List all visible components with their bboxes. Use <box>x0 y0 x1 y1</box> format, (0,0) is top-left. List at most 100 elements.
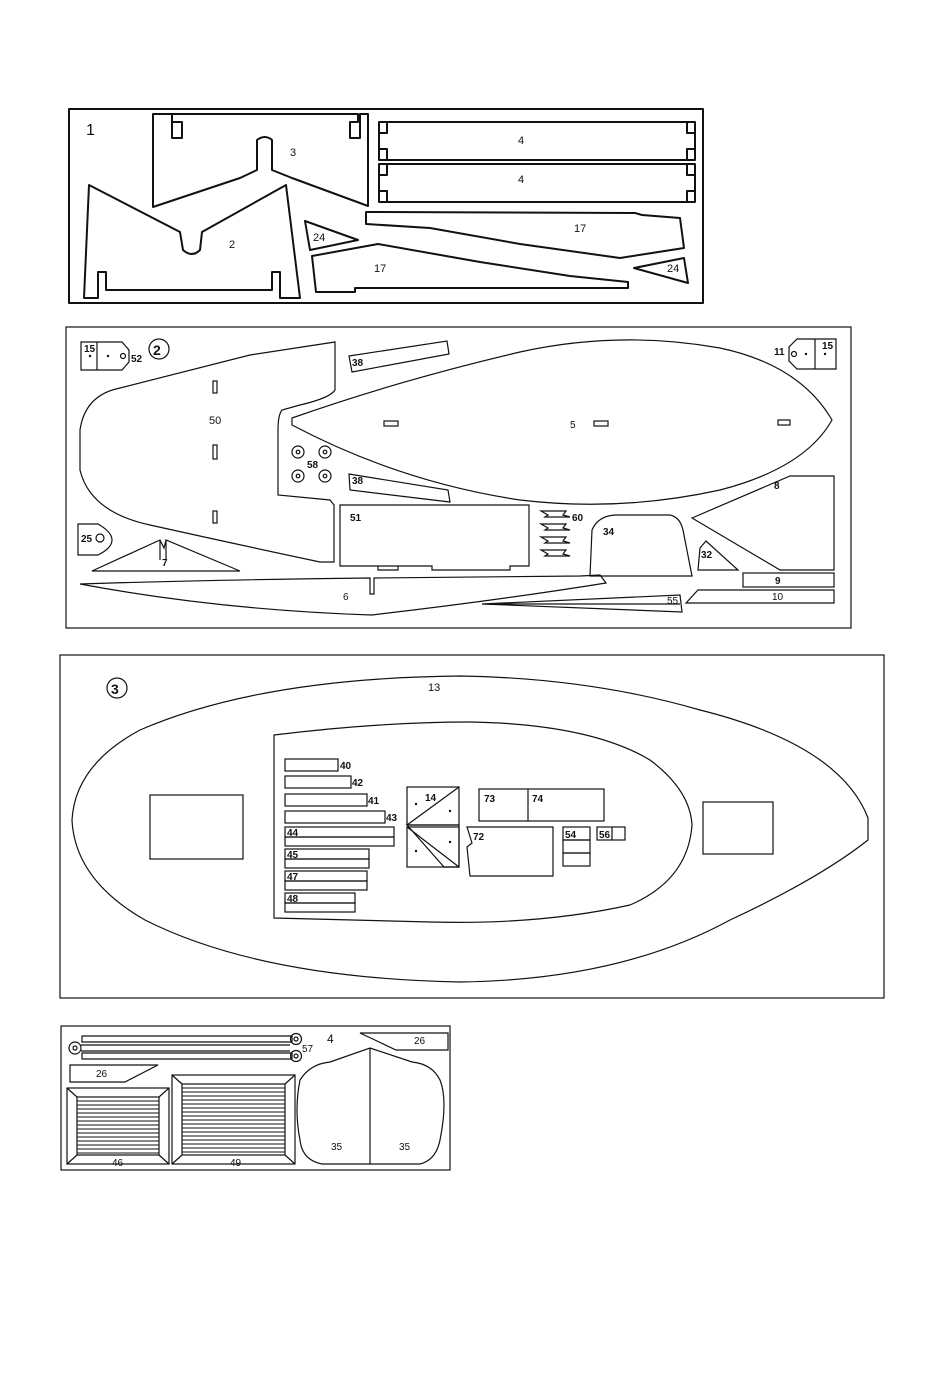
part-57-rods <box>69 1034 302 1062</box>
part-26-lower-outline <box>70 1065 158 1082</box>
part-32-label: 32 <box>701 550 713 561</box>
part-11-hole <box>792 352 797 357</box>
part-8-outline <box>692 476 834 570</box>
part-34-label: 34 <box>603 527 615 538</box>
part-11-dot <box>805 353 807 355</box>
part-45-label: 45 <box>287 850 299 861</box>
part-24-right-label: 24 <box>667 263 679 275</box>
part-43-outline <box>285 811 385 823</box>
part-26-upper-outline <box>360 1033 448 1050</box>
part-38-upper-outline <box>349 341 449 372</box>
part-13-label: 13 <box>428 682 440 694</box>
part-9-outline <box>743 573 834 587</box>
part-40-outline <box>285 759 338 771</box>
part-54-outline-b <box>563 840 590 853</box>
part-54-outline-c <box>563 853 590 866</box>
part-51-outline <box>340 505 529 570</box>
part-56-label: 56 <box>599 830 611 841</box>
part-49-grating <box>172 1075 295 1164</box>
part-5-label: 5 <box>570 420 576 431</box>
part-44-outline-b <box>285 837 394 846</box>
part-17-lower-outline <box>312 244 628 292</box>
part-15-right-dot <box>824 353 826 355</box>
part-4-lower-outline <box>379 164 695 202</box>
part-5-slot-2 <box>594 421 608 426</box>
cutout-right <box>703 802 773 854</box>
sheet-2-number: 2 <box>153 342 161 358</box>
part-5-outline <box>292 340 832 504</box>
part-5-slot-1 <box>384 421 398 426</box>
part-35-right-label: 35 <box>399 1142 411 1153</box>
part-54-label: 54 <box>565 830 577 841</box>
part-51-label: 51 <box>350 513 362 524</box>
part-50-slot-3 <box>213 511 217 523</box>
part-48-label: 48 <box>287 894 299 905</box>
part-3-label: 3 <box>290 147 296 159</box>
part-15-left-dot <box>89 355 91 357</box>
part-38-lower-label: 38 <box>352 476 364 487</box>
part-17-lower-label: 17 <box>374 263 386 275</box>
part-6-label: 6 <box>343 592 349 603</box>
part-42-label: 42 <box>352 778 364 789</box>
part-35-outline <box>297 1048 444 1164</box>
part-4-lower-label: 4 <box>518 174 524 186</box>
part-49-label: 49 <box>230 1158 242 1169</box>
part-17-upper-label: 17 <box>574 223 586 235</box>
part-43-label: 43 <box>386 813 398 824</box>
part-2-outline <box>84 185 300 298</box>
part-14-label: 14 <box>425 793 437 804</box>
sheet-4-number: 4 <box>327 1032 334 1046</box>
part-46-label: 46 <box>112 1158 124 1169</box>
part-40-label: 40 <box>340 761 352 772</box>
part-4-upper-outline <box>379 122 695 160</box>
part-60-label: 60 <box>572 513 584 524</box>
sheet-2: 2 15 52 50 38 38 5 11 15 <box>66 327 851 628</box>
part-58-label: 58 <box>307 460 319 471</box>
part-35-left-label: 35 <box>331 1142 343 1153</box>
part-38-upper-label: 38 <box>352 358 364 369</box>
part-50-slot-2 <box>213 445 217 459</box>
part-26-lower-label: 26 <box>96 1069 108 1080</box>
part-2-label: 2 <box>229 239 235 251</box>
part-74-label: 74 <box>532 794 544 805</box>
part-52-dot <box>107 355 109 357</box>
part-5-slot-3 <box>778 420 790 425</box>
part-4-upper-label: 4 <box>518 135 524 147</box>
part-72-label: 72 <box>473 832 485 843</box>
part-34-outline <box>590 515 692 576</box>
part-50-label: 50 <box>209 415 221 427</box>
sheet-3: 3 13 40 42 41 43 44 45 47 48 <box>60 655 884 998</box>
part-55-label: 55 <box>667 596 679 607</box>
part-46-grating <box>67 1088 169 1164</box>
part-24-left-label: 24 <box>313 232 325 244</box>
part-10-outline <box>686 590 834 603</box>
part-15-right-label: 15 <box>822 341 834 352</box>
part-57-label: 57 <box>302 1044 314 1055</box>
sheet-3-number: 3 <box>111 681 119 697</box>
part-24-right-outline <box>634 258 688 283</box>
part-7-label: 7 <box>162 558 168 569</box>
part-41-label: 41 <box>368 796 380 807</box>
part-8-label: 8 <box>774 481 780 492</box>
part-44-outline-a <box>285 827 394 837</box>
part-42-outline <box>285 776 351 788</box>
sheet-1: 1 3 2 4 4 17 17 24 24 <box>69 109 703 303</box>
part-52-label: 52 <box>131 354 143 365</box>
part-41-outline <box>285 794 367 806</box>
part-13-inner-outline <box>274 722 692 922</box>
part-3-outline <box>153 114 368 207</box>
part-52-hole <box>121 354 126 359</box>
part-11-label: 11 <box>774 347 785 358</box>
part-25-label: 25 <box>81 534 93 545</box>
part-47-label: 47 <box>287 872 299 883</box>
part-10-label: 10 <box>772 592 784 603</box>
part-73-label: 73 <box>484 794 496 805</box>
sheet-1-number: 1 <box>86 122 95 139</box>
cutout-left <box>150 795 243 859</box>
part-38-lower-outline <box>349 474 450 502</box>
part-9-label: 9 <box>775 576 781 587</box>
part-50-slot-1 <box>213 381 217 393</box>
part-15-left-label: 15 <box>84 344 96 355</box>
sheet-4: 4 57 26 26 46 <box>61 1026 450 1170</box>
